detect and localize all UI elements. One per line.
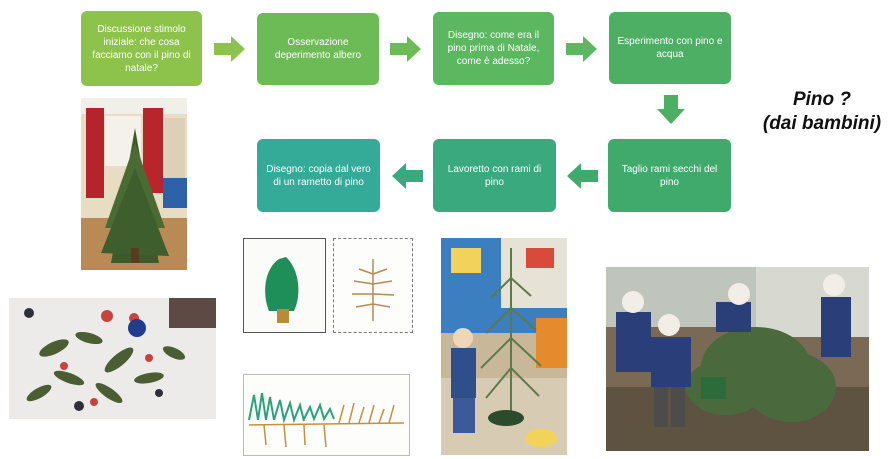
photo-drawing-dry-tree	[333, 238, 413, 333]
arrow-left-icon	[392, 163, 423, 189]
photo-child-watering-tree	[441, 238, 567, 455]
step-7-box: Disegno: copia dal vero di un rametto di…	[257, 139, 380, 212]
step-1-box: Discussione stimolo iniziale: che cosa f…	[81, 11, 202, 86]
step-3-label: Disegno: come era il pino prima di Natal…	[447, 30, 540, 67]
step-4-label: Esperimento con pino e acqua	[617, 36, 723, 60]
arrow-left-icon	[567, 163, 598, 189]
step-6-box: Lavoretto con rami di pino	[433, 139, 556, 212]
craft-table-image	[9, 298, 216, 419]
step-2-box: Osservazione deperimento albero	[257, 13, 379, 85]
step-5-label: Taglio rami secchi del pino	[621, 163, 718, 188]
step-7-label: Disegno: copia dal vero di un rametto di…	[266, 163, 371, 188]
arrow-right-icon	[390, 36, 421, 62]
step-1-label: Discussione stimolo iniziale: che cosa f…	[92, 23, 191, 74]
side-label: Pino ? (dai bambini)	[752, 88, 892, 136]
children-cutting-branches-image	[606, 267, 869, 451]
child-watering-tree-image	[441, 238, 567, 455]
branch-drawing-image	[244, 375, 409, 455]
step-2-label: Osservazione deperimento albero	[274, 37, 362, 61]
step-4-box: Esperimento con pino e acqua	[609, 12, 731, 84]
photo-craft-table	[9, 298, 216, 419]
arrow-down-icon	[657, 95, 685, 124]
green-tree-drawing-image	[244, 239, 325, 332]
dry-tree-drawing-image	[334, 239, 412, 332]
photo-drawing-green-tree	[243, 238, 326, 333]
arrow-right-icon	[566, 36, 597, 62]
arrow-right-icon	[214, 36, 245, 62]
step-6-label: Lavoretto con rami di pino	[447, 163, 542, 188]
step-5-box: Taglio rami secchi del pino	[608, 139, 731, 212]
photo-children-cutting-branches	[606, 267, 869, 451]
photo-drawing-branch	[243, 374, 410, 456]
classroom-tree-image	[81, 98, 187, 270]
photo-classroom-tree	[81, 98, 187, 270]
step-3-box: Disegno: come era il pino prima di Natal…	[433, 12, 554, 85]
side-label-text: Pino ? (dai bambini)	[762, 89, 882, 134]
